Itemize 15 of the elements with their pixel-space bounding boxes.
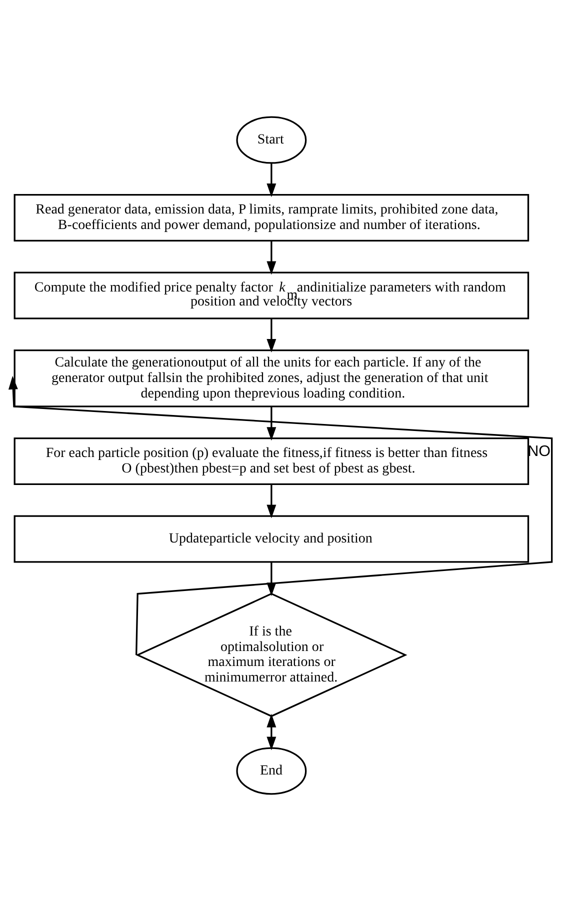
node-box: Calculate the generationoutput of all the units for each particle. If any of the generator output fallsin the prohibited zones, adjust the generation of that unit depending upon theprevious loading condition. bbox=[14, 350, 530, 408]
node-box: Updateparticle velocity and position bbox=[14, 515, 530, 563]
arrow bbox=[266, 484, 276, 518]
arrow bbox=[266, 714, 276, 750]
arrow bbox=[266, 163, 276, 198]
node-diamond: If is the optimalsolution or maximum iterations or minimumerror attained. bbox=[136, 592, 408, 718]
node-ellipse: End bbox=[236, 747, 307, 795]
arrow bbox=[266, 318, 276, 353]
arrow bbox=[266, 240, 276, 275]
node-ellipse: Start bbox=[236, 116, 307, 164]
arrow bbox=[266, 406, 276, 441]
node-box: Read generator data, emission data, P limits, ramprate limits, prohibited zone data, B-coefficients and power demand, populationsize and number of iterations. bbox=[14, 194, 530, 242]
arrow bbox=[8, 376, 553, 655]
edge-label: NO bbox=[528, 442, 551, 460]
node-box: For each particle position (p) evaluate the fitness,if fitness is better than fitness O (pbest)then pbest=p and set best of pbest as gbest. bbox=[14, 437, 530, 485]
